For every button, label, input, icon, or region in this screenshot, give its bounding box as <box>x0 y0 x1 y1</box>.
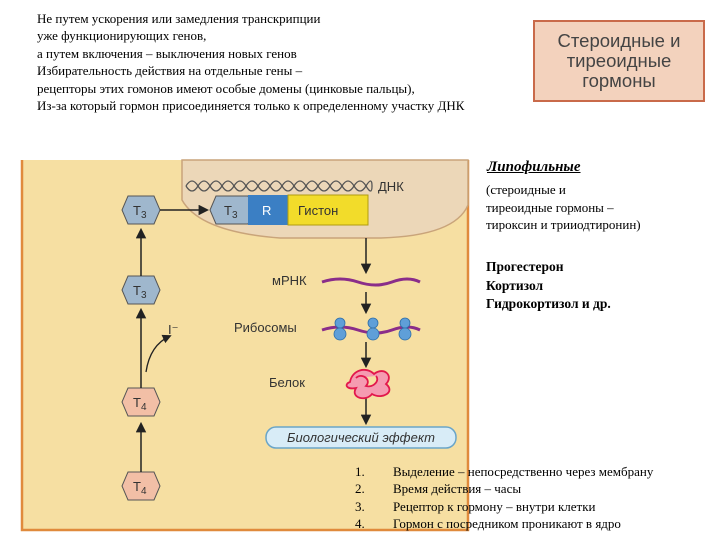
receptor-r <box>248 195 288 225</box>
intro-line: рецепторы этих гомонов имеют особые доме… <box>37 80 415 96</box>
lipophilic-line: тироксин и трииодтиронин) <box>486 217 641 233</box>
title-box: Стероидные и тиреоидные гормоны <box>533 20 705 102</box>
property-item: 2. Время действия – часы <box>355 480 653 497</box>
receptor-complex <box>209 194 369 226</box>
lipophilic-description: (стероидные и тиреоидные гормоны – тирок… <box>486 181 641 234</box>
dna-label: ДНК <box>378 179 404 194</box>
intro-line: Не путем ускорения или замедления транск… <box>37 11 321 26</box>
cell-membrane <box>20 160 470 532</box>
intro-line: уже функционирующих генов, <box>37 28 207 44</box>
arrow-iodide <box>145 334 172 373</box>
property-text: Выделение – непосредственно через мембра… <box>393 464 654 479</box>
t4-label-outside: T4 <box>133 479 147 497</box>
t4-hexagon-inside <box>121 387 161 417</box>
property-text: Время действия – часы <box>393 481 522 497</box>
mrna-strand <box>321 277 421 287</box>
intro-text: Не путем ускорения или замедления транск… <box>37 10 597 114</box>
histone-label: Гистон <box>298 203 338 218</box>
intro-line: Избирательность действия на отдельные ге… <box>37 63 303 79</box>
ribosomes-label: Рибосомы <box>234 320 297 335</box>
lipophilic-line: тиреоидные гормоны – <box>486 199 614 215</box>
lipophilic-line: (стероидные и <box>486 182 566 197</box>
t4-hexagon-outside <box>121 471 161 501</box>
property-text: Гормон с посредником проникают в ядро <box>393 516 621 532</box>
receptor-label: R <box>262 203 271 218</box>
t3-hexagon-mid <box>121 275 161 305</box>
iodide-label: I⁻ <box>168 322 178 337</box>
t4-label-inside: T4 <box>133 395 147 413</box>
title-line: тиреоидные <box>566 50 672 71</box>
effect-box <box>265 426 457 449</box>
property-item: 1. Выделение – непосредственно через мемб… <box>355 463 653 480</box>
t3-label-mid: T3 <box>133 283 147 301</box>
intro-line: Из-за который гормон присоединяется толь… <box>37 98 465 114</box>
protein-blob <box>345 368 391 400</box>
property-number: 1. <box>355 464 365 479</box>
property-item: 4. Гормон с посредником проникают в ядро <box>355 515 653 532</box>
hormone-item: Гидрокортизол и др. <box>486 296 611 311</box>
protein-label: Белок <box>269 375 305 390</box>
property-number: 4. <box>355 516 365 532</box>
hormone-item: Кортизол <box>486 277 544 293</box>
property-text: Рецептор к гормону – внутри клетки <box>393 498 596 514</box>
t3-label-top: T3 <box>133 203 147 221</box>
mrna-label: мРНК <box>272 273 307 288</box>
hormone-item: Прогестерон <box>486 259 564 274</box>
hormone-list: Прогестерон Кортизол Гидрокортизол и др. <box>486 258 611 314</box>
intro-line: а путем включения – выключения новых ген… <box>37 45 297 61</box>
t3-hexagon-top <box>121 195 161 225</box>
ribosome-particles <box>333 317 412 341</box>
dna-helix <box>185 180 373 192</box>
property-number: 3. <box>355 498 365 514</box>
title-line: гормоны <box>582 70 656 91</box>
lipophilic-heading: Липофильные <box>487 159 581 175</box>
title-line: Стероидные и <box>557 30 681 51</box>
property-item: 3. Рецептор к гормону – внутри клетки <box>355 498 653 515</box>
t3-bound-label: T3 <box>224 203 238 221</box>
properties-list: 1. Выделение – непосредственно через мемб… <box>355 463 653 533</box>
histone-box <box>287 194 369 226</box>
effect-label: Биологический эффект <box>287 430 435 445</box>
property-number: 2. <box>355 481 365 497</box>
